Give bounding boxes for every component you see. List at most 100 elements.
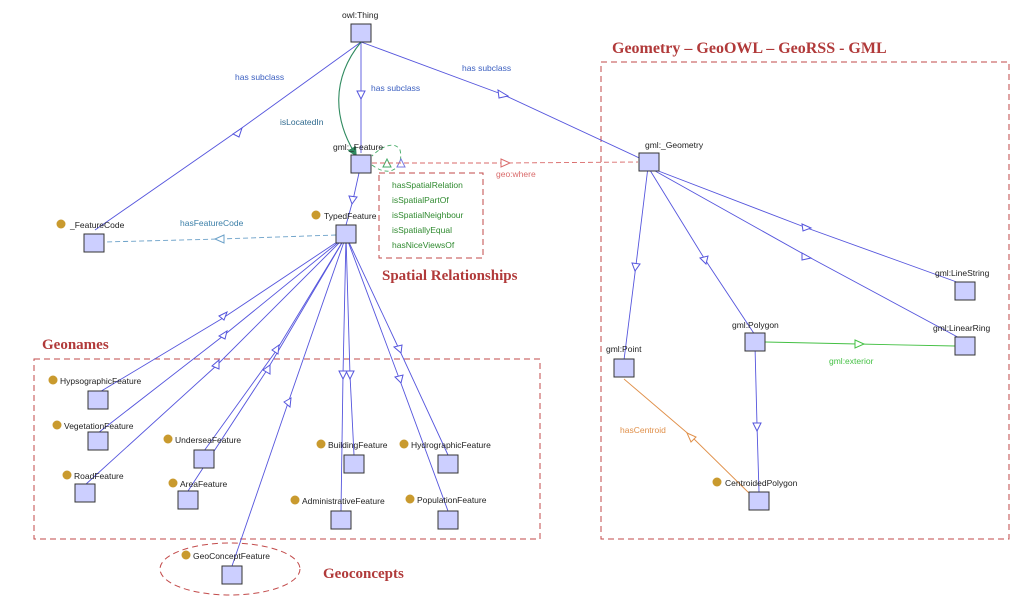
node-geoconcept[interactable]: GeoConceptFeature — [181, 550, 271, 585]
node-box[interactable] — [437, 454, 459, 474]
node-box[interactable] — [638, 152, 660, 172]
edge-thing-geometry — [360, 41, 649, 163]
class-dot-icon — [311, 210, 321, 220]
node-gml-geometry[interactable]: gml:_Geometry — [638, 140, 704, 172]
edge-is-located-in — [338, 41, 362, 152]
node-label: _FeatureCode — [69, 220, 125, 230]
node-vegetation[interactable]: VegetationFeature — [52, 420, 134, 451]
edge-typed-building — [345, 235, 355, 456]
node-gml-point[interactable]: gml:Point — [606, 344, 642, 378]
node-box[interactable] — [193, 449, 215, 469]
label-has-feature-code: hasFeatureCode — [180, 218, 244, 228]
node-box[interactable] — [437, 510, 459, 530]
arrow-typed-hydro — [392, 344, 403, 354]
node-label: AreaFeature — [180, 479, 228, 489]
label-geo-where: geo:where — [496, 169, 536, 179]
node-label: owl:Thing — [342, 10, 379, 20]
spatial-relations-list: hasSpatialRelation isSpatialPartOf isSpa… — [392, 180, 464, 250]
node-box[interactable] — [954, 281, 976, 301]
arrow-polygon-centroided — [752, 422, 762, 433]
label-is-located-in: isLocatedIn — [280, 117, 324, 127]
geonames-region-title: Geonames — [42, 337, 109, 353]
arrow-typed-building — [345, 370, 355, 381]
node-label: RoadFeature — [74, 471, 124, 481]
node-label: HydrographicFeature — [411, 440, 491, 450]
node-box[interactable] — [613, 358, 635, 378]
node-box[interactable] — [350, 154, 372, 174]
node-owl-thing[interactable]: owl:Thing — [342, 10, 379, 43]
node-gml-feature[interactable]: gml:_Feature — [333, 142, 383, 174]
label-subclass-3: has subclass — [462, 63, 511, 73]
node-label: gml:_Feature — [333, 142, 383, 152]
arrow-typed-area — [262, 364, 271, 375]
edge-typed-undersea — [203, 235, 347, 452]
node-box[interactable] — [87, 431, 109, 451]
edge-geometry-polygon — [647, 166, 756, 336]
node-typed-feature[interactable]: TypedFeature — [311, 210, 377, 244]
node-area[interactable]: AreaFeature — [168, 478, 228, 510]
label-subclass-2: has subclass — [371, 83, 420, 93]
arrow-has-centroid — [686, 432, 697, 443]
label-subclass-1: has subclass — [235, 72, 284, 82]
node-road[interactable]: RoadFeature — [62, 470, 124, 503]
arrow-feature-typed — [348, 195, 358, 206]
node-box[interactable] — [744, 332, 766, 352]
class-dot-icon — [163, 434, 173, 444]
node-hydrographic[interactable]: HydrographicFeature — [399, 439, 492, 474]
node-population[interactable]: PopulationFeature — [405, 494, 487, 530]
spatial-relation-item: isSpatiallyEqual — [392, 225, 452, 235]
node-box[interactable] — [330, 510, 352, 530]
node-label: PopulationFeature — [417, 495, 487, 505]
arrow-typed-geoconcept — [283, 397, 292, 408]
node-label: TypedFeature — [324, 211, 377, 221]
arrow-typed-road — [211, 358, 220, 370]
arrow-geometry-linearring — [801, 252, 813, 261]
node-label: gml:_Geometry — [645, 140, 704, 150]
node-box[interactable] — [87, 390, 109, 410]
node-box[interactable] — [221, 565, 243, 585]
node-label: UnderseaFeature — [175, 435, 241, 445]
edge-thing-featurecode — [94, 41, 362, 231]
class-dot-icon — [56, 219, 66, 229]
node-box[interactable] — [350, 23, 372, 43]
node-centroided-polygon[interactable]: CentroidedPolygon — [712, 477, 798, 511]
edge-spatial-self-loop — [371, 144, 402, 172]
node-gml-linestring[interactable]: gml:LineString — [935, 268, 990, 301]
class-dot-icon — [48, 375, 58, 385]
class-dot-icon — [316, 439, 326, 449]
node-label: VegetationFeature — [64, 421, 134, 431]
node-administrative[interactable]: AdministrativeFeature — [290, 495, 385, 530]
node-building[interactable]: BuildingFeature — [316, 439, 388, 474]
node-undersea[interactable]: UnderseaFeature — [163, 434, 242, 469]
geoconcepts-ellipse — [159, 542, 301, 596]
spatial-relations-box — [378, 172, 484, 259]
arrow-gml-exterior — [854, 339, 866, 349]
node-box[interactable] — [954, 336, 976, 356]
edge-geometry-linearring — [647, 166, 966, 342]
geometry-region-title: Geometry – GeoOWL – GeoRSS - GML — [612, 40, 887, 57]
node-gml-polygon[interactable]: gml:Polygon — [732, 320, 779, 352]
node-box[interactable] — [335, 224, 357, 244]
arrow-geometry-polygon — [699, 255, 709, 265]
arrow-typed-admin — [338, 370, 348, 381]
edge-polygon-centroided — [754, 345, 760, 493]
arrow-has-feature-code — [213, 234, 225, 244]
node-label: gml:Polygon — [732, 320, 779, 330]
node-gml-linearring[interactable]: gml:LinearRing — [933, 323, 990, 356]
spatial-relation-item: hasNiceViewsOf — [392, 240, 455, 250]
node-feature-code[interactable]: _FeatureCode — [56, 219, 125, 253]
node-hypsographic[interactable]: HypsographicFeature — [48, 375, 142, 410]
arrow-geometry-point — [631, 262, 641, 273]
node-box[interactable] — [83, 233, 105, 253]
node-box[interactable] — [343, 454, 365, 474]
node-label: gml:Point — [606, 344, 642, 354]
node-label: gml:LineString — [935, 268, 990, 278]
geometry-region — [600, 61, 1010, 540]
node-label: AdministrativeFeature — [302, 496, 385, 506]
spatial-relation-item: isSpatialNeighbour — [392, 210, 464, 220]
node-box[interactable] — [177, 490, 199, 510]
node-box[interactable] — [748, 491, 770, 511]
node-box[interactable] — [74, 483, 96, 503]
arrow-thing-featurecode — [232, 126, 243, 138]
